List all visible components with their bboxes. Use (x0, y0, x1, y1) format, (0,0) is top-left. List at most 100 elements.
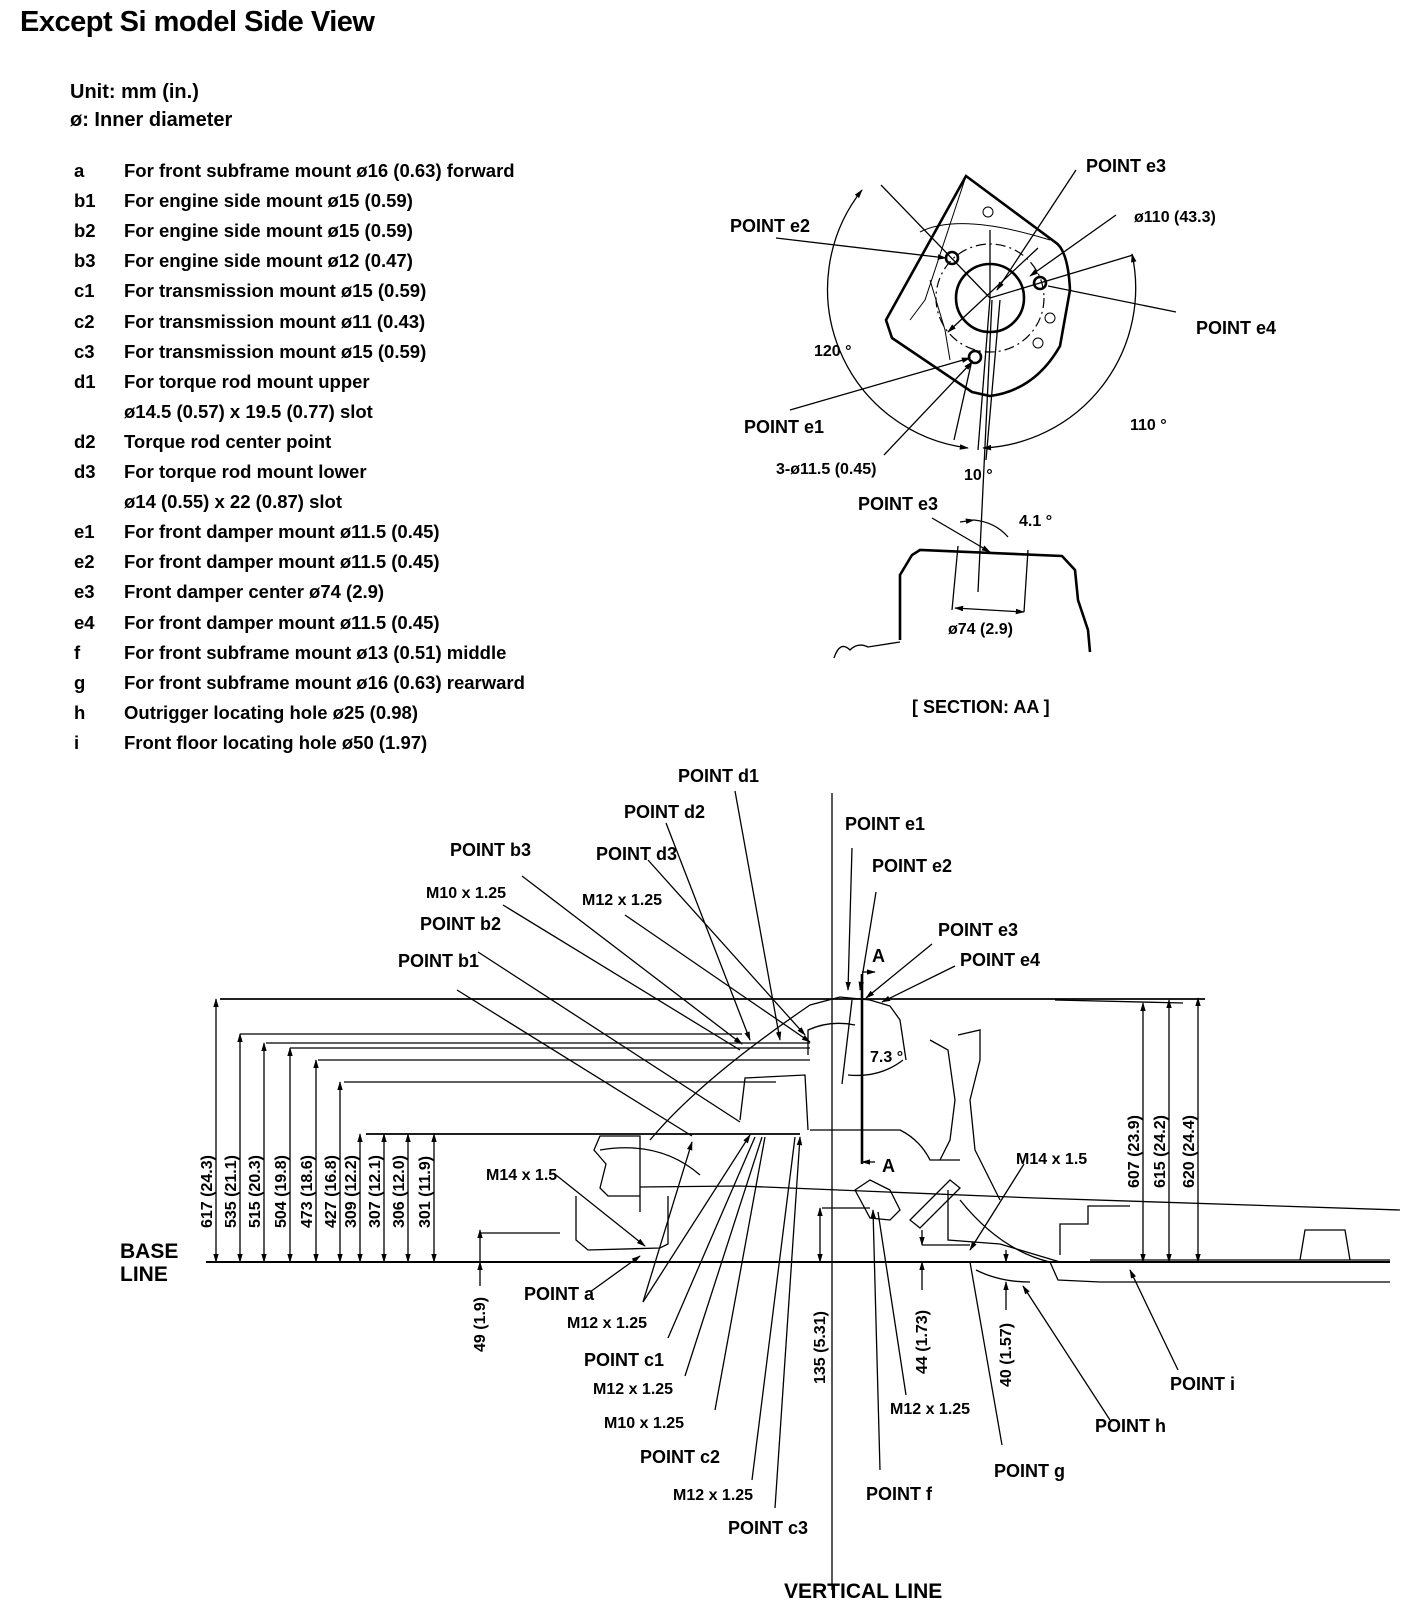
label-point-e3-top: POINT e3 (1086, 156, 1166, 176)
label-point-c1: POINT c1 (584, 1350, 664, 1370)
height-dimension-label: 620 (24.4) (1181, 1115, 1198, 1188)
legend-description: For engine side mount ø15 (0.59) (124, 220, 413, 242)
legend-description: For torque rod mount lower (124, 461, 367, 482)
legend-key: g (74, 671, 86, 693)
legend-description: Front damper center ø74 (2.9) (124, 581, 385, 603)
strut-tower-profile (898, 548, 1092, 653)
label-holes: 3-ø11.5 (0.45) (776, 461, 877, 478)
legend-key: b2 (74, 220, 96, 242)
left-height-extension-lines (220, 998, 1205, 1135)
label-m10-c: M10 x 1.25 (604, 1415, 684, 1432)
label-m14-left: M14 x 1.5 (486, 1167, 557, 1184)
legend-key: i (74, 731, 80, 753)
height-dimension-label: 617 (24.3) (199, 1155, 216, 1228)
legend-key: e1 (74, 521, 95, 543)
legend-key: a (74, 160, 85, 181)
label-point-e2: POINT e2 (872, 856, 952, 876)
right-height-dimensions: 607 (23.9) 615 (24.2) 620 (24.4) (1126, 997, 1201, 1263)
label-point-e4: POINT e4 (960, 950, 1040, 970)
legend-description: Torque rod center point (124, 430, 332, 452)
legend-description: For front subframe mount ø16 (0.63) forw… (124, 160, 515, 181)
base-line-label-1: BASE (120, 1240, 178, 1263)
label-m12-a: M12 x 1.25 (567, 1315, 647, 1332)
label-angle-110: 110 ° (1130, 417, 1167, 434)
label-point-b2: POINT b2 (420, 914, 501, 934)
legend-key: f (74, 641, 81, 663)
legend-key: c1 (74, 280, 95, 302)
legend-key: c2 (74, 310, 95, 332)
legend-description: For front damper mount ø11.5 (0.45) (124, 551, 440, 573)
label-point-i: POINT i (1170, 1374, 1235, 1394)
height-dimension-label: 615 (24.2) (1152, 1115, 1169, 1188)
legend-description: For transmission mount ø15 (0.59) (124, 340, 427, 362)
legend-description: Front floor locating hole ø50 (1.97) (124, 731, 428, 753)
legend-key: e4 (74, 611, 95, 633)
vertical-line-label: VERTICAL LINE (784, 1580, 942, 1603)
label-point-d1: POINT d1 (678, 766, 759, 786)
legend-key: e3 (74, 581, 95, 603)
unit-notes: Unit: mm (in.) ø: Inner diameter (70, 78, 232, 134)
label-m10-top: M10 x 1.25 (426, 885, 506, 902)
legend-description: For engine side mount ø15 (0.59) (124, 190, 413, 212)
subframe-outline (575, 996, 1401, 1283)
dim-40: 40 (1.57) (998, 1323, 1015, 1387)
label-point-e4: POINT e4 (1196, 318, 1276, 338)
angle-arc-110 (982, 253, 1137, 451)
dim-49: 49 (1.9) (472, 1297, 489, 1352)
legend-description: For front subframe mount ø13 (0.51) midd… (124, 641, 507, 663)
label-point-c2: POINT c2 (640, 1447, 720, 1467)
height-dimension-label: 607 (23.9) (1126, 1115, 1143, 1188)
label-m12-c1: M12 x 1.25 (593, 1381, 673, 1398)
height-dimension-label: 473 (18.6) (299, 1155, 316, 1228)
hole-e4 (1032, 275, 1048, 291)
label-point-e3: POINT e3 (938, 920, 1018, 940)
label-pcd: ø110 (43.3) (1134, 209, 1216, 226)
label-point-d3: POINT d3 (596, 844, 677, 864)
label-point-c3: POINT c3 (728, 1518, 808, 1538)
section-mark-top: A (872, 946, 885, 966)
legend-key: h (74, 701, 86, 723)
label-point-d2: POINT d2 (624, 802, 705, 822)
label-bore: ø74 (2.9) (948, 621, 1013, 638)
label-point-g: POINT g (994, 1461, 1065, 1481)
section-aa: POINT e3 POINT e2 ø110 (43.3) POINT e4 1… (730, 156, 1276, 717)
legend-key: b1 (74, 190, 96, 212)
label-point-f: POINT f (866, 1484, 933, 1504)
height-dimension-label: 515 (20.3) (247, 1155, 264, 1228)
legend-key: b3 (74, 250, 96, 272)
height-dimension-label: 427 (16.8) (323, 1155, 340, 1228)
height-dimension-label: 309 (12.2) (343, 1155, 360, 1228)
label-m12-c3: M12 x 1.25 (673, 1487, 753, 1504)
unit-note: Unit: mm (in.) (70, 81, 199, 103)
base-line-label-2: LINE (120, 1263, 168, 1286)
page-title: Except Si model Side View (20, 6, 375, 38)
legend-description: ø14 (0.55) x 22 (0.87) slot (124, 491, 342, 513)
label-m12-f: M12 x 1.25 (890, 1401, 970, 1418)
section-mark-bottom: A (882, 1156, 895, 1176)
legend-key: c3 (74, 340, 95, 362)
damper-mount-plate (884, 174, 1072, 398)
label-point-e2: POINT e2 (730, 216, 810, 236)
hole-e1 (967, 349, 983, 365)
label-angle-10: 10 ° (964, 467, 993, 484)
label-point-h: POINT h (1095, 1416, 1166, 1436)
label-angle-4-1: 4.1 ° (1019, 513, 1052, 530)
label-m12-top: M12 x 1.25 (582, 892, 662, 909)
label-angle-120: 120 ° (814, 343, 852, 360)
height-dimension-label: 306 (12.0) (391, 1155, 408, 1228)
side-view: 617 (24.3) 535 (21.1) 515 (20.3) 504 (19.8)… (120, 766, 1401, 1603)
legend-description: ø14.5 (0.57) x 19.5 (0.77) slot (124, 400, 373, 422)
legend-description: For front damper mount ø11.5 (0.45) (124, 611, 440, 633)
height-dimension-label: 535 (21.1) (223, 1155, 240, 1228)
height-dimension-label: 504 (19.8) (273, 1155, 290, 1228)
height-dimension-label: 307 (12.1) (367, 1155, 384, 1228)
label-point-e3-bottom: POINT e3 (858, 494, 938, 514)
angle-arc-120 (826, 189, 969, 450)
legend-key: e2 (74, 551, 95, 573)
dim-135: 135 (5.31) (812, 1311, 829, 1384)
legend-key: d3 (74, 461, 96, 482)
label-point-e1: POINT e1 (744, 417, 824, 437)
legend-key: d2 (74, 430, 96, 452)
legend-description: For engine side mount ø12 (0.47) (124, 250, 413, 272)
